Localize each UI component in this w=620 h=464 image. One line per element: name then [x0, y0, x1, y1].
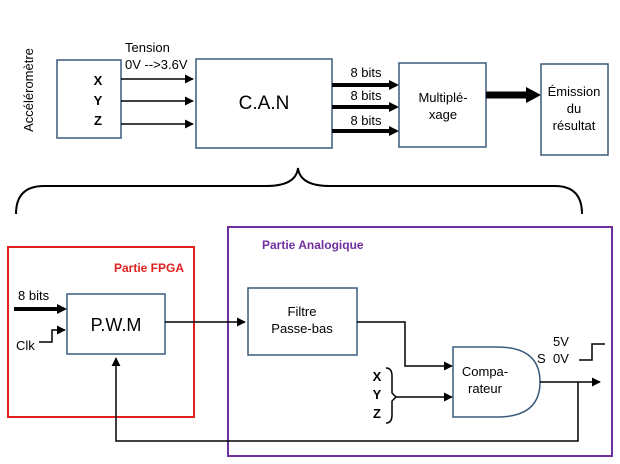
mux-box: [398, 62, 487, 148]
bottom-axis-z-label: Z: [373, 406, 381, 421]
voltage-label-line2: 0V -->3.6V: [125, 57, 188, 72]
zoom-brace: [15, 167, 583, 215]
bottom-axis-x-label: X: [373, 369, 382, 384]
emit-label-line3: résultat: [553, 118, 596, 133]
pwm-box: [66, 293, 166, 355]
input-bits-label: 8 bits: [18, 288, 50, 303]
output-low-label: 0V: [553, 351, 569, 366]
bits-label-2: 8 bits: [350, 88, 382, 103]
bits-label-1: 8 bits: [350, 65, 382, 80]
axis-x-label: X: [94, 73, 103, 88]
mux-label-line1: Multiplé-: [418, 90, 467, 105]
analog-title: Partie Analogique: [262, 238, 364, 252]
adc-box: [195, 58, 333, 149]
clk-line: [39, 325, 66, 343]
fpga-frame: [7, 246, 195, 418]
axis-z-label: Z: [94, 113, 102, 128]
mux-to-emit-arrow-head: [526, 87, 541, 103]
filter-box: [247, 287, 358, 356]
bits-label-3: 8 bits: [350, 113, 382, 128]
filter-label-line2: Passe-bas: [271, 321, 333, 336]
bus-3-head: [389, 126, 399, 136]
voltage-label-line1: Tension: [125, 40, 170, 55]
emit-label-line2: du: [567, 101, 581, 116]
filter-label-line1: Filtre: [288, 304, 317, 319]
comparator-label-line1: Compa-: [462, 364, 508, 379]
feedback-line: [111, 357, 579, 442]
input-bits-bus-head: [57, 304, 67, 314]
mux-label-line2: xage: [429, 107, 457, 122]
xyz-bracket: [385, 367, 398, 424]
pwm-label: P.W.M: [91, 315, 142, 335]
comparator-label-line2: rateur: [468, 381, 503, 396]
clk-label: Clk: [16, 338, 35, 353]
output-s-label: S: [537, 351, 546, 366]
emit-label-line1: Émission: [548, 84, 601, 99]
emit-box: [540, 63, 609, 156]
output-high-label: 5V: [553, 334, 569, 349]
accelerometer-label: Accéléromètre: [21, 48, 36, 132]
analog-frame: [227, 226, 613, 457]
fpga-title: Partie FPGA: [114, 261, 184, 275]
bus-2-head: [389, 102, 399, 112]
adc-label: C.A.N: [239, 93, 290, 114]
bottom-axis-y-label: Y: [373, 387, 382, 402]
filter-to-comparator-line: [357, 321, 453, 371]
bus-1-head: [389, 80, 399, 90]
accelerometer-box: [56, 59, 122, 139]
axis-y-label: Y: [94, 93, 103, 108]
step-waveform-icon: [579, 343, 605, 361]
